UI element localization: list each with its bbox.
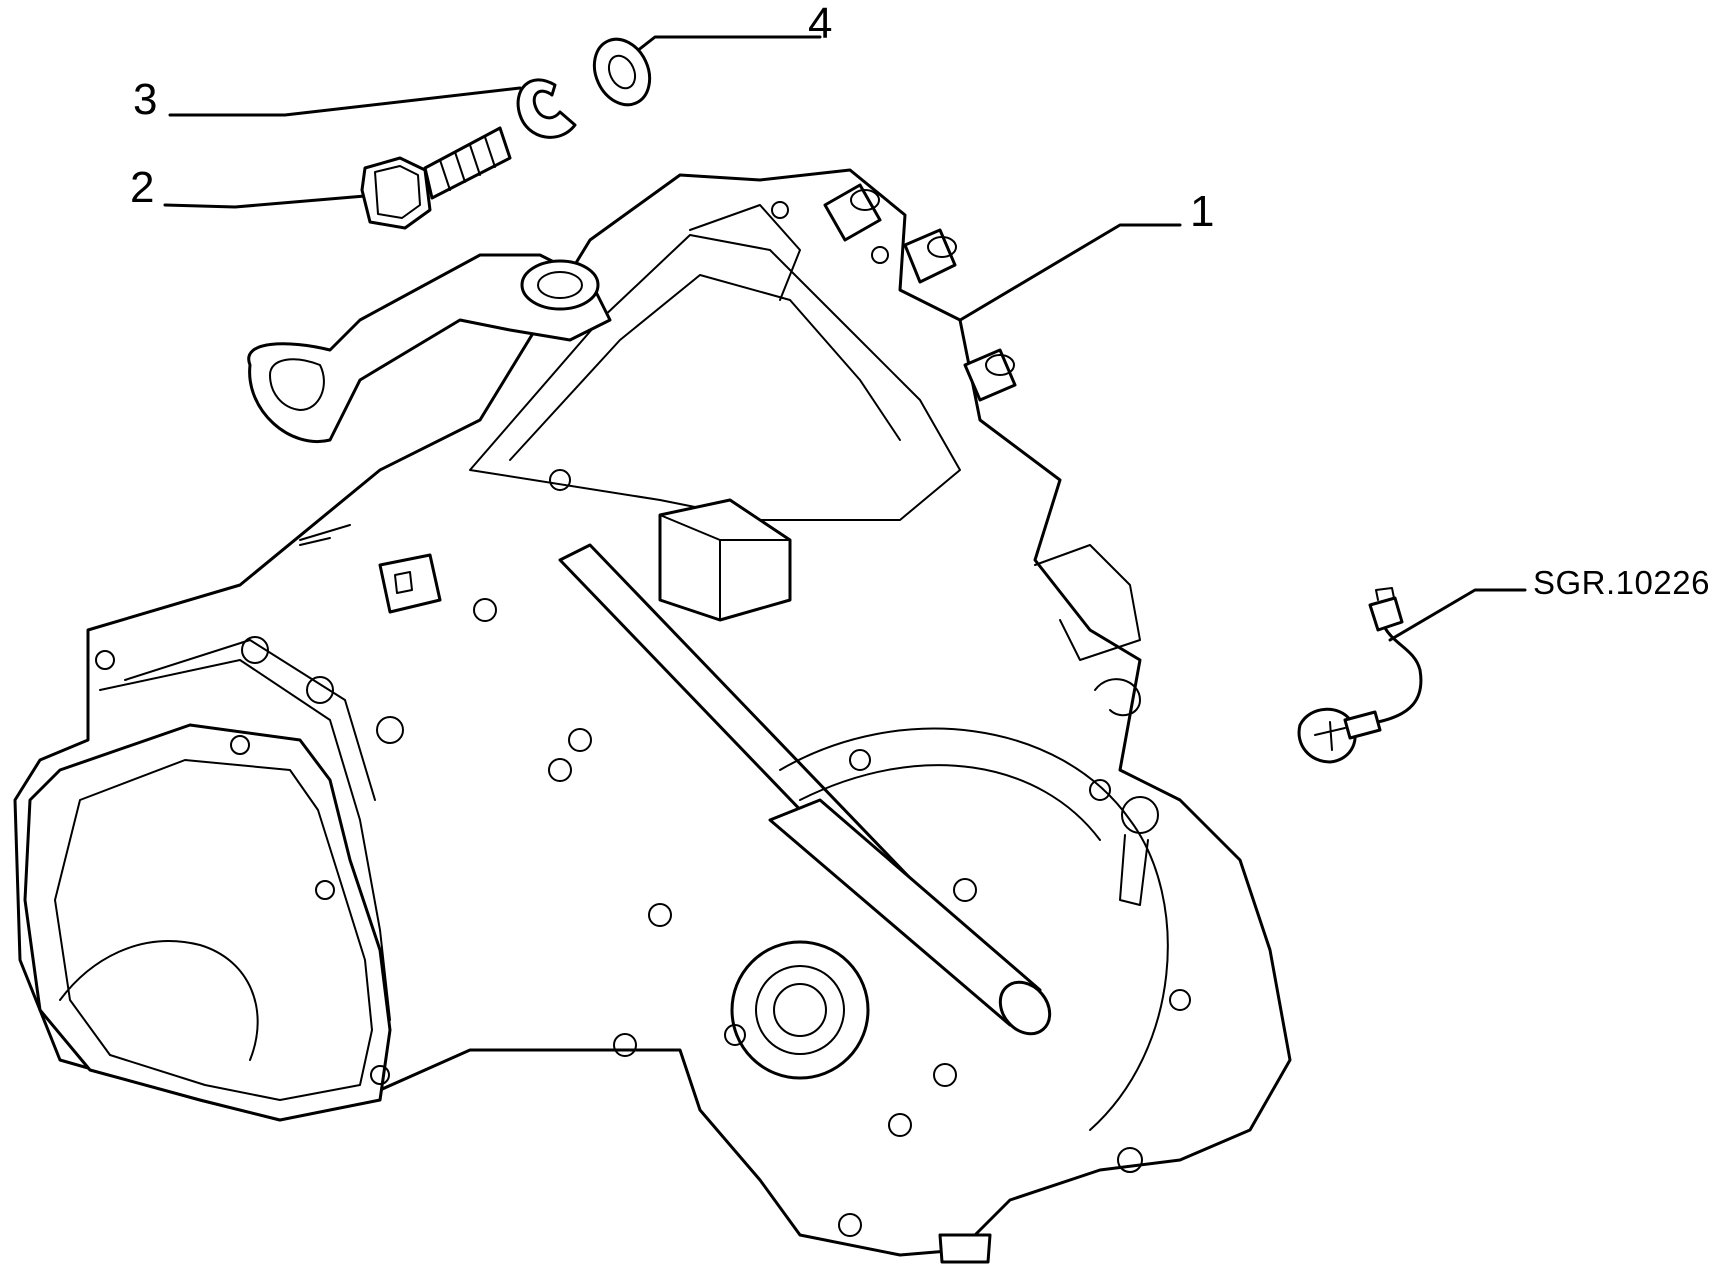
gearbox-assembly-part-1 xyxy=(13,168,1292,1264)
part-reference-code: SGR.10226 xyxy=(1533,564,1710,601)
leader-lines xyxy=(163,35,1527,642)
callout-label-2: 2 xyxy=(130,163,155,212)
callout-label-4: 4 xyxy=(808,0,833,48)
flat-washer-part-4 xyxy=(592,37,652,107)
split-washer-part-3 xyxy=(516,78,577,139)
leader-line-ref xyxy=(1388,588,1527,642)
callout-label-1: 1 xyxy=(1190,187,1215,236)
leader-line-3 xyxy=(168,86,522,117)
bolt-part-2 xyxy=(360,126,512,230)
housing-bolts xyxy=(95,201,1191,1237)
callout-label-3: 3 xyxy=(133,75,158,124)
leader-line-1 xyxy=(933,223,1182,337)
leader-line-4 xyxy=(630,35,822,57)
sensor-sgr-10226 xyxy=(1297,587,1423,764)
leader-line-2 xyxy=(163,194,367,209)
